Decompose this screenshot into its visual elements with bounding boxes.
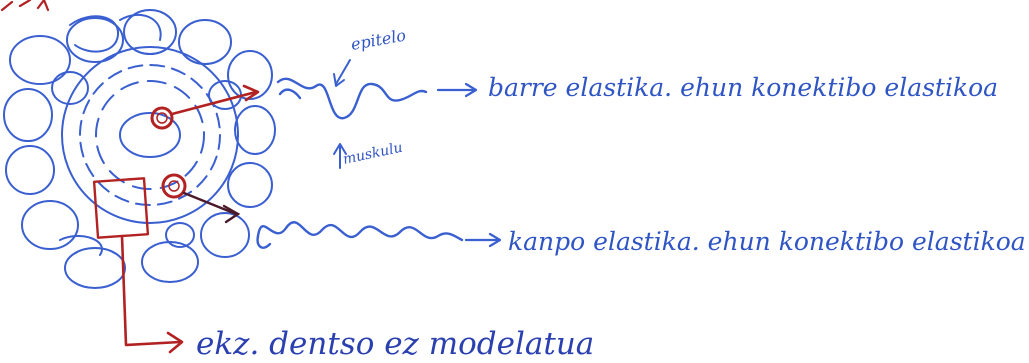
vessel-layers (61, 46, 239, 224)
inner-layer-marker (150, 106, 174, 130)
top-left-red-scribble (0, 0, 50, 12)
lower-wavy-line (256, 221, 464, 242)
inner-arrow (170, 90, 258, 116)
cell-cluster (3, 9, 276, 289)
epitelo-label: epitelo (349, 26, 407, 54)
upper-wavy-line (276, 77, 428, 120)
inner-layer-label: barre elastika. ehun konektibo elastikoa (488, 73, 998, 102)
outer-layer-label: kanpo elastika. ehun konektibo elastikoa (508, 227, 1026, 256)
box-arrow (120, 234, 182, 347)
outer-arrow (182, 191, 238, 216)
outer-layer-marker (161, 173, 187, 199)
muskulu-label: muskulu (342, 140, 404, 168)
bottom-note-label: ekz. dentso ez modelatua (196, 326, 594, 362)
epitelo-pointer (335, 59, 351, 85)
